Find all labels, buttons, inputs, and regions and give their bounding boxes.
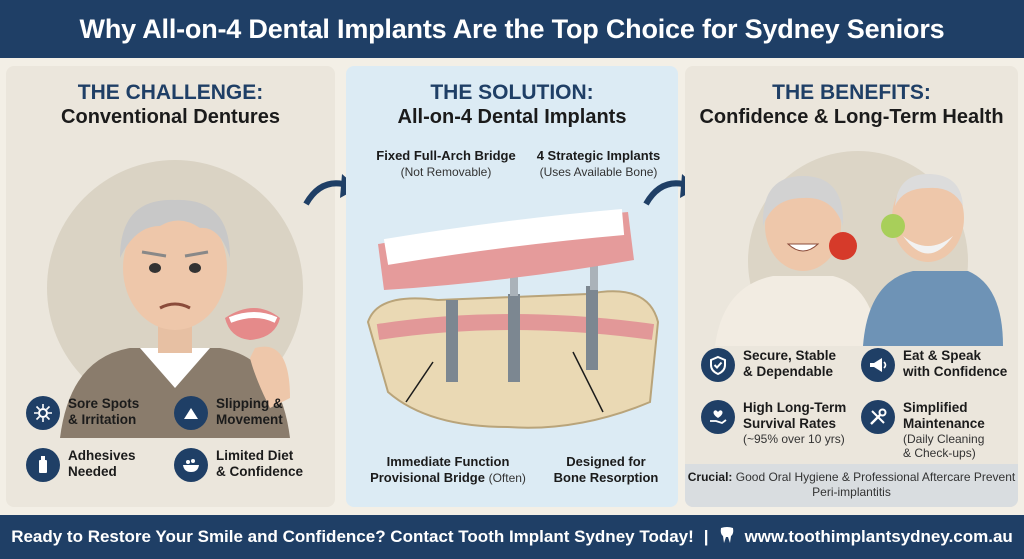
solution-subheading: All-on-4 Dental Implants <box>397 106 627 128</box>
label-sub: (Not Removable) <box>400 165 492 179</box>
footer-separator: | <box>703 527 709 546</box>
benefits-panel: THE BENEFITS: Confidence & Long-Term Hea… <box>685 66 1018 507</box>
solution-heading: THE SOLUTION: <box>430 81 594 104</box>
happy-seniors-illustration <box>715 151 1003 346</box>
irritation-icon <box>26 396 60 430</box>
challenge-subheading: Conventional Dentures <box>61 106 280 128</box>
challenge-item-diet: Limited Diet& Confidence <box>174 448 303 482</box>
feature-label: Survival Rates <box>743 416 837 431</box>
crucial-label: Crucial: <box>687 470 733 484</box>
footer-cta: Ready to Restore Your Smile and Confiden… <box>11 527 694 546</box>
crucial-note: Crucial: Good Oral Hygiene & Professiona… <box>685 464 1018 507</box>
benefit-item-secure: Secure, Stable& Dependable <box>701 348 836 382</box>
label-sub: (Often) <box>488 471 526 485</box>
page-title: Why All-on-4 Dental Implants Are the Top… <box>79 13 945 44</box>
feature-label: & Confidence <box>216 464 304 479</box>
feature-label: Maintenance <box>903 416 985 431</box>
challenge-heading: THE CHALLENGE: <box>77 81 264 104</box>
label-immediate-function: Immediate Function Provisional Bridge (O… <box>360 454 536 486</box>
label-fixed-bridge: Fixed Full-Arch Bridge (Not Removable) <box>366 148 526 180</box>
label-title: 4 Strategic Implants <box>536 148 661 163</box>
benefits-subheading: Confidence & Long-Term Health <box>699 106 1004 128</box>
feature-label: with Confidence <box>903 364 1008 379</box>
label-bone-resorption: Designed for Bone Resorption <box>541 454 671 486</box>
feature-label: & Irritation <box>68 412 137 427</box>
implant-jaw-illustration <box>366 209 660 429</box>
challenge-item-irritation: Sore Spots& Irritation <box>26 396 139 430</box>
feature-label: Limited Diet <box>216 448 294 463</box>
label-strategic-implants: 4 Strategic Implants (Uses Available Bon… <box>526 148 671 180</box>
slipping-icon <box>174 396 208 430</box>
title-bar: Why All-on-4 Dental Implants Are the Top… <box>0 0 1024 58</box>
crucial-text: Good Oral Hygiene & Professional Afterca… <box>735 470 1016 499</box>
website-link[interactable]: www.toothimplantsydney.com.au <box>744 527 1013 546</box>
feature-sublabel: (Daily Cleaning & Check-ups) <box>903 432 985 460</box>
tools-icon <box>861 400 895 434</box>
label-title: Immediate Function <box>386 454 510 469</box>
feature-label: & Dependable <box>743 364 834 379</box>
label-title: Provisional Bridge <box>370 470 485 485</box>
feature-label: Secure, Stable <box>743 348 837 363</box>
benefits-heading: THE BENEFITS: <box>772 81 931 104</box>
feature-label: Slipping & <box>216 396 283 411</box>
feature-label: Simplified <box>903 400 968 415</box>
feature-label: Movement <box>216 412 283 427</box>
label-sub: (Uses Available Bone) <box>539 165 658 179</box>
footer-bar: Ready to Restore Your Smile and Confiden… <box>0 515 1024 559</box>
denture-patient-illustration <box>47 160 303 438</box>
challenge-panel: THE CHALLENGE: Conventional Dentures Sor… <box>6 66 335 507</box>
solution-panel: THE SOLUTION: All-on-4 Dental Implants F… <box>346 66 678 507</box>
label-title: Fixed Full-Arch Bridge <box>376 148 516 163</box>
megaphone-icon <box>861 348 895 382</box>
label-title: Designed for <box>566 454 646 469</box>
feature-sublabel: (~95% over 10 yrs) <box>743 432 845 446</box>
feature-label: Sore Spots <box>68 396 140 411</box>
heart-hand-icon <box>701 400 735 434</box>
shield-check-icon <box>701 348 735 382</box>
feature-label: High Long-Term <box>743 400 847 415</box>
challenge-item-slipping: Slipping &Movement <box>174 396 283 430</box>
feature-label: Eat & Speak <box>903 348 982 363</box>
feature-label: Needed <box>68 464 117 479</box>
tooth-icon <box>719 526 735 549</box>
diet-icon <box>174 448 208 482</box>
label-title: Bone Resorption <box>553 470 659 485</box>
feature-label: Adhesives <box>68 448 136 463</box>
adhesive-icon <box>26 448 60 482</box>
